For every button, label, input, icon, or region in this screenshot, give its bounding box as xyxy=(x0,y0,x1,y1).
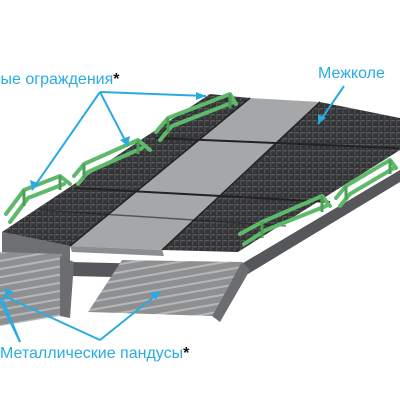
middle-panel-label: Межколе xyxy=(318,66,385,82)
left-grate-track xyxy=(2,94,250,246)
guard-rails-label: вые ограждения* xyxy=(0,72,119,88)
panel-edge xyxy=(69,97,251,247)
ramps-label-text: Металлические пандусы xyxy=(0,345,184,362)
right-ramp-side xyxy=(212,262,250,322)
left-ramp-side xyxy=(60,256,74,318)
callout-lines xyxy=(0,85,345,343)
left-ramp xyxy=(0,252,62,326)
right-ramp xyxy=(88,260,242,316)
guard-rails xyxy=(4,92,398,246)
middle-panel-seam xyxy=(70,246,164,256)
panel-edge xyxy=(161,101,321,251)
callout-arrowheads xyxy=(4,92,326,300)
right-grate-track xyxy=(162,102,400,252)
cross-seam xyxy=(39,209,287,227)
ramps-footnote-mark: * xyxy=(183,345,190,362)
middle-panel-label-text: Межколе xyxy=(318,65,385,82)
guard-rails-label-text: вые ограждения xyxy=(0,71,114,88)
cross-seam xyxy=(74,187,331,203)
middle-panel xyxy=(70,98,320,250)
ramps-label: Металлические пандусы* xyxy=(0,346,189,362)
guard-rails-footnote-mark: * xyxy=(113,71,120,88)
rail-posts xyxy=(22,94,392,238)
